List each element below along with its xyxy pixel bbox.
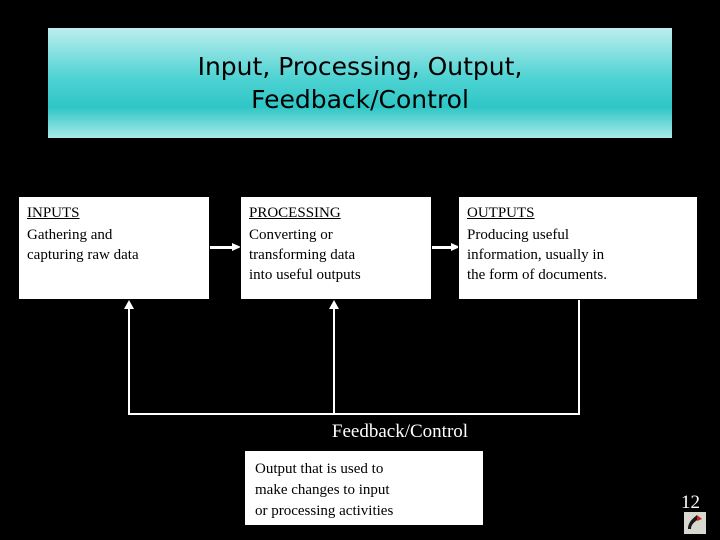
arrow-up-icon bbox=[329, 300, 339, 309]
processing-box-body: Converting or transforming data into use… bbox=[249, 227, 361, 283]
outputs-box-heading: OUTPUTS bbox=[467, 205, 535, 221]
outputs-box: OUTPUTS Producing useful information, us… bbox=[458, 196, 698, 300]
feedback-box-body: Output that is used to make changes to i… bbox=[255, 461, 394, 519]
arrow-up-icon bbox=[124, 300, 134, 309]
inputs-box-body: Gathering and capturing raw data bbox=[27, 227, 139, 263]
arrow-shaft bbox=[432, 246, 451, 249]
outputs-box-body: Producing useful information, usually in… bbox=[467, 227, 607, 283]
feedback-caption: Feedback/Control bbox=[331, 421, 469, 442]
arrow-right-icon bbox=[432, 243, 460, 252]
inputs-box: INPUTS Gathering and capturing raw data bbox=[18, 196, 210, 300]
arrow-shaft bbox=[210, 246, 232, 249]
arrow-head bbox=[451, 243, 460, 251]
processing-box: PROCESSING Converting or transforming da… bbox=[240, 196, 432, 300]
slide-number: 12 bbox=[681, 492, 700, 513]
processing-box-heading: PROCESSING bbox=[249, 205, 341, 221]
feedback-line-horizontal bbox=[128, 413, 580, 415]
feedback-line-left bbox=[128, 308, 130, 415]
title-banner: Input, Processing, Output, Feedback/Cont… bbox=[48, 28, 672, 138]
feedback-box: Output that is used to make changes to i… bbox=[244, 450, 484, 526]
arrow-head bbox=[232, 243, 241, 251]
logo-mark-icon bbox=[684, 512, 706, 534]
feedback-line-right bbox=[578, 300, 580, 415]
inputs-box-heading: INPUTS bbox=[27, 205, 80, 221]
feedback-line-middle bbox=[333, 308, 335, 415]
page-title: Input, Processing, Output, Feedback/Cont… bbox=[197, 52, 523, 114]
arrow-right-icon bbox=[210, 243, 241, 252]
